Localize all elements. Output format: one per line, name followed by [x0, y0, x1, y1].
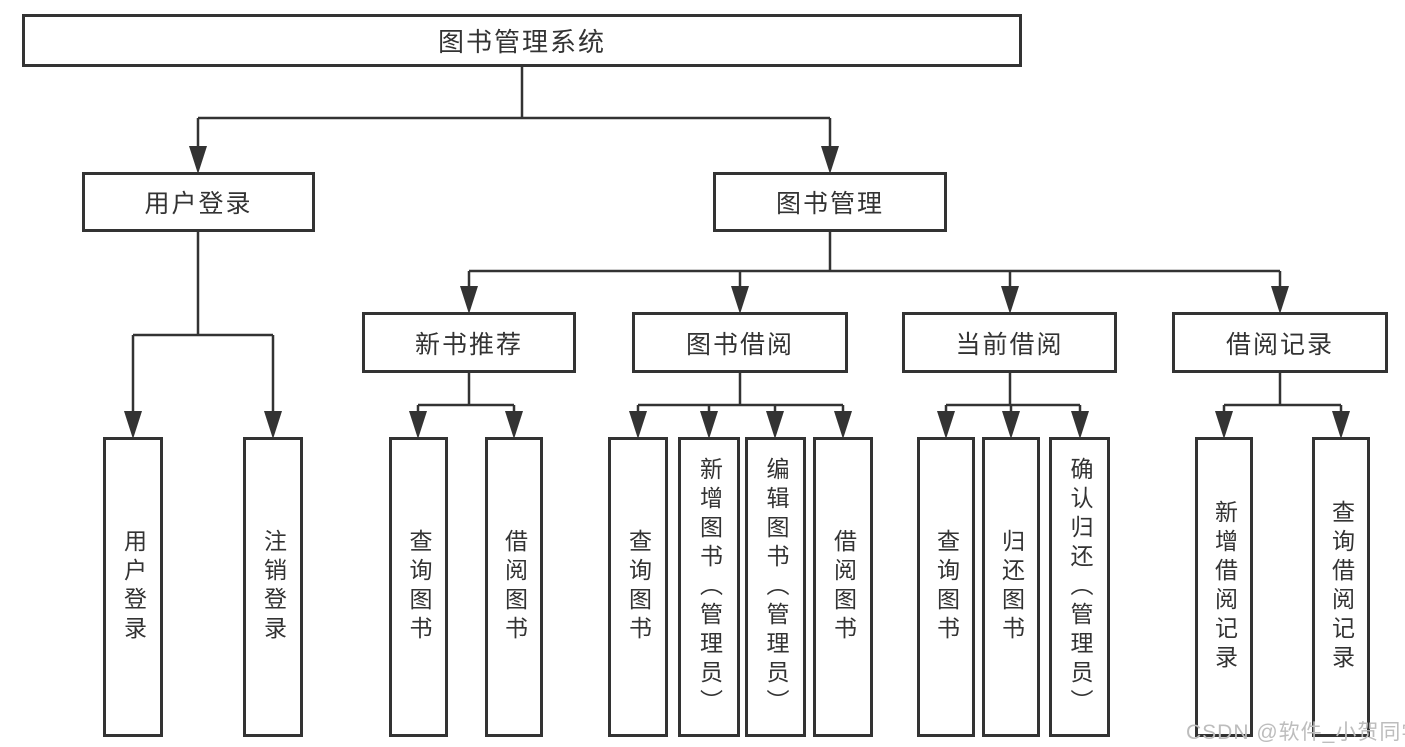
- connector-borrow-records-to-leaves: [1222, 373, 1343, 415]
- connector-user-login-to-leaves: [131, 232, 275, 415]
- leaf-add-borrow-record-label: 新增借阅记录: [1211, 500, 1238, 674]
- leaf-user-login-label: 用户登录: [120, 529, 147, 645]
- arrow-down-icon: [1271, 286, 1289, 314]
- arrow-down-icon: [124, 411, 142, 439]
- csdn-watermark: CSDN @软件_小贺同学: [1186, 721, 1405, 744]
- node-borrowing-records: 借阅记录: [1172, 312, 1388, 373]
- leaf-return-books: 归还图书: [982, 437, 1040, 737]
- leaf-logout: 注销登录: [243, 437, 303, 737]
- arrow-down-icon: [1215, 411, 1233, 439]
- arrow-down-icon: [766, 411, 784, 439]
- leaf-query-books-borrowing-label: 查询图书: [625, 529, 652, 645]
- arrow-down-icon: [1071, 411, 1089, 439]
- node-book-borrowing: 图书借阅: [632, 312, 848, 373]
- arrow-down-icon: [700, 411, 718, 439]
- leaf-borrow-books: 借阅图书: [813, 437, 873, 737]
- arrow-down-icon: [1332, 411, 1350, 439]
- leaf-query-books-recommend-label: 查询图书: [406, 529, 432, 645]
- leaf-query-borrow-record: 查询借阅记录: [1312, 437, 1370, 737]
- leaf-borrow-books-recommend: 借阅图书: [485, 437, 543, 737]
- connector-book-management-to-level3: [467, 232, 1282, 290]
- arrow-down-icon: [505, 411, 523, 439]
- leaf-query-borrow-record-label: 查询借阅记录: [1328, 500, 1355, 674]
- arrow-down-icon: [460, 286, 478, 314]
- connector-root-to-level2: [196, 67, 832, 150]
- leaf-borrow-books-recommend-label: 借阅图书: [501, 529, 528, 645]
- arrow-down-icon: [821, 146, 839, 174]
- node-book-borrowing-label: 图书借阅: [685, 330, 794, 359]
- arrow-down-icon: [731, 286, 749, 314]
- leaf-query-books-current: 查询图书: [917, 437, 975, 737]
- arrow-down-icon: [264, 411, 282, 439]
- leaf-logout-label: 注销登录: [260, 529, 287, 645]
- node-current-borrowing-label: 当前借阅: [955, 330, 1064, 359]
- arrow-down-icon: [629, 411, 647, 439]
- arrow-down-icon: [834, 411, 852, 439]
- leaf-user-login: 用户登录: [103, 437, 163, 737]
- connector-book-borrowing-to-leaves: [636, 373, 845, 415]
- node-user-login: 用户登录: [82, 172, 315, 232]
- leaf-confirm-return-admin-label: 确认归还（管理员）: [1067, 456, 1093, 718]
- arrow-down-icon: [937, 411, 955, 439]
- leaf-edit-books-admin: 编辑图书（管理员）: [745, 437, 806, 737]
- node-book-management-label: 图书管理: [775, 190, 884, 218]
- node-book-management: 图书管理: [713, 172, 947, 232]
- leaf-query-books-borrowing: 查询图书: [608, 437, 668, 737]
- arrow-down-icon: [409, 411, 427, 439]
- leaf-confirm-return-admin: 确认归还（管理员）: [1049, 437, 1110, 737]
- node-new-book-recommendation: 新书推荐: [362, 312, 576, 373]
- leaf-edit-books-admin-label: 编辑图书（管理员）: [763, 456, 789, 718]
- node-current-borrowing: 当前借阅: [902, 312, 1117, 373]
- leaf-add-books-admin-label: 新增图书（管理员）: [696, 456, 723, 718]
- leaf-query-books-recommend: 查询图书: [389, 437, 448, 737]
- connector-new-book-rec-to-leaves: [416, 373, 516, 415]
- node-library-management-system: 图书管理系统: [22, 14, 1022, 67]
- node-new-book-recommendation-label: 新书推荐: [414, 330, 523, 359]
- leaf-return-books-label: 归还图书: [998, 529, 1025, 645]
- node-user-login-label: 用户登录: [144, 190, 253, 218]
- arrow-down-icon: [1002, 411, 1020, 439]
- arrow-down-icon: [189, 146, 207, 174]
- leaf-add-borrow-record: 新增借阅记录: [1195, 437, 1253, 737]
- node-borrowing-records-label: 借阅记录: [1225, 330, 1334, 359]
- arrow-down-icon: [1001, 286, 1019, 314]
- leaf-add-books-admin: 新增图书（管理员）: [678, 437, 740, 737]
- node-library-management-system-label: 图书管理系统: [437, 27, 606, 57]
- leaf-query-books-current-label: 查询图书: [933, 529, 960, 645]
- connector-current-borrowing-to-leaves: [944, 373, 1082, 415]
- leaf-borrow-books-label: 借阅图书: [830, 529, 857, 645]
